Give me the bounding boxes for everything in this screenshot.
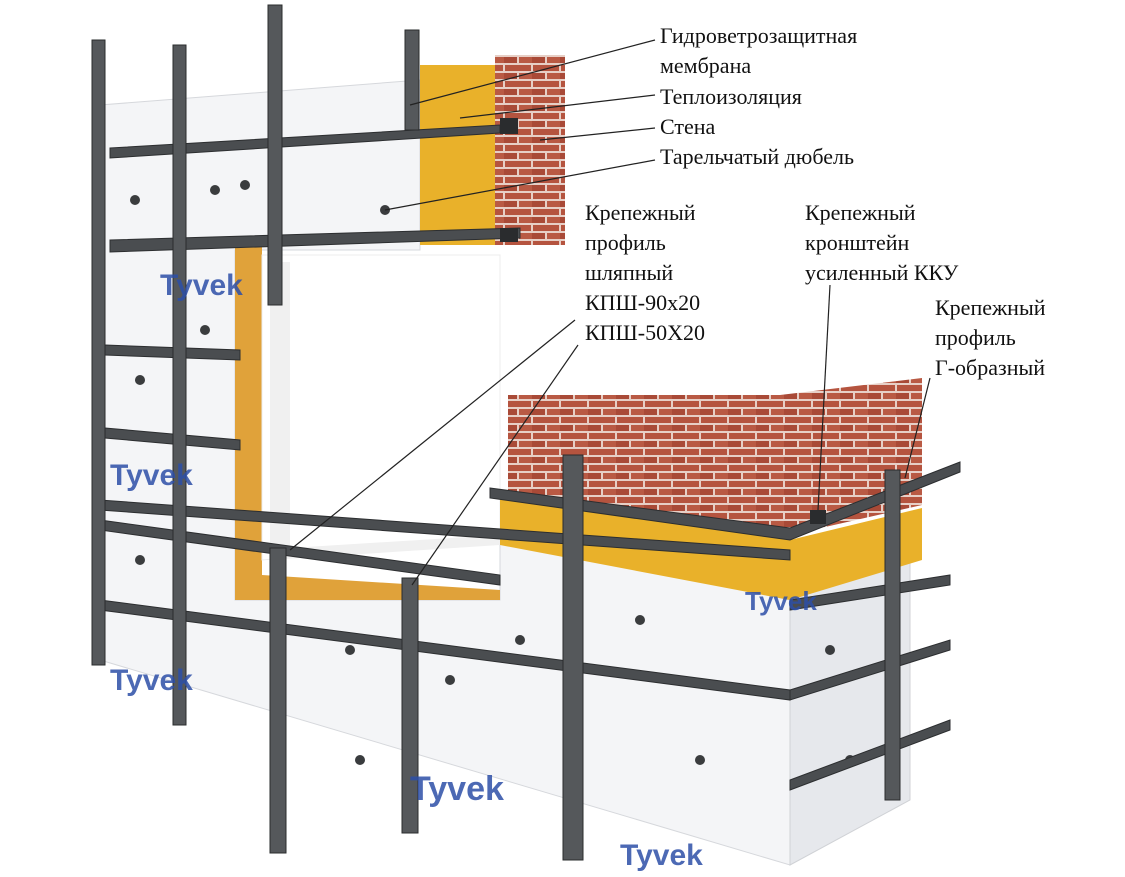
label-l-profile: Крепежный профиль Г-образный	[935, 295, 1046, 380]
svg-text:профиль: профиль	[585, 230, 666, 255]
svg-text:Г-образный: Г-образный	[935, 355, 1045, 380]
svg-text:Крепежный: Крепежный	[935, 295, 1046, 320]
svg-text:Tyvek: Tyvek	[620, 839, 703, 872]
label-bracket: Крепежный кронштейн усиленный ККУ	[805, 200, 959, 285]
svg-text:Крепежный: Крепежный	[805, 200, 916, 225]
svg-text:Tyvek: Tyvek	[160, 269, 243, 302]
svg-text:Tyvek: Tyvek	[745, 586, 817, 616]
membrane-print: Tyvek Tyvek Tyvek Tyvek Tyvek Tyvek	[110, 269, 817, 872]
label-dowel: Тарельчатый дюбель	[660, 144, 854, 169]
svg-text:мембрана: мембрана	[660, 53, 751, 78]
brick-wall-upper	[495, 55, 565, 245]
svg-text:профиль: профиль	[935, 325, 1016, 350]
svg-text:КПШ-50Х20: КПШ-50Х20	[585, 320, 705, 345]
svg-text:Tyvek: Tyvek	[110, 664, 193, 697]
svg-text:Tyvek: Tyvek	[410, 770, 504, 808]
reinforced-brackets	[500, 118, 826, 524]
vertical-hat-profiles	[91, 4, 901, 861]
insulation-upper	[420, 65, 502, 245]
label-membrane: Гидроветрозащитная мембрана	[660, 23, 857, 78]
svg-text:шляпный: шляпный	[585, 260, 673, 285]
svg-text:усиленный ККУ: усиленный ККУ	[805, 260, 959, 285]
leader-lines	[289, 39, 931, 586]
plate-dowels	[130, 180, 855, 765]
svg-text:кронштейн: кронштейн	[805, 230, 910, 255]
svg-text:Крепежный: Крепежный	[585, 200, 696, 225]
svg-text:КПШ-90х20: КПШ-90х20	[585, 290, 700, 315]
label-insulation: Теплоизоляция	[660, 84, 802, 109]
label-wall: Стена	[660, 114, 716, 139]
svg-text:Гидроветрозащитная: Гидроветрозащитная	[660, 23, 857, 48]
svg-text:Tyvek: Tyvek	[110, 459, 193, 492]
label-hat-profile: Крепежный профиль шляпный КПШ-90х20 КПШ-…	[585, 200, 705, 345]
